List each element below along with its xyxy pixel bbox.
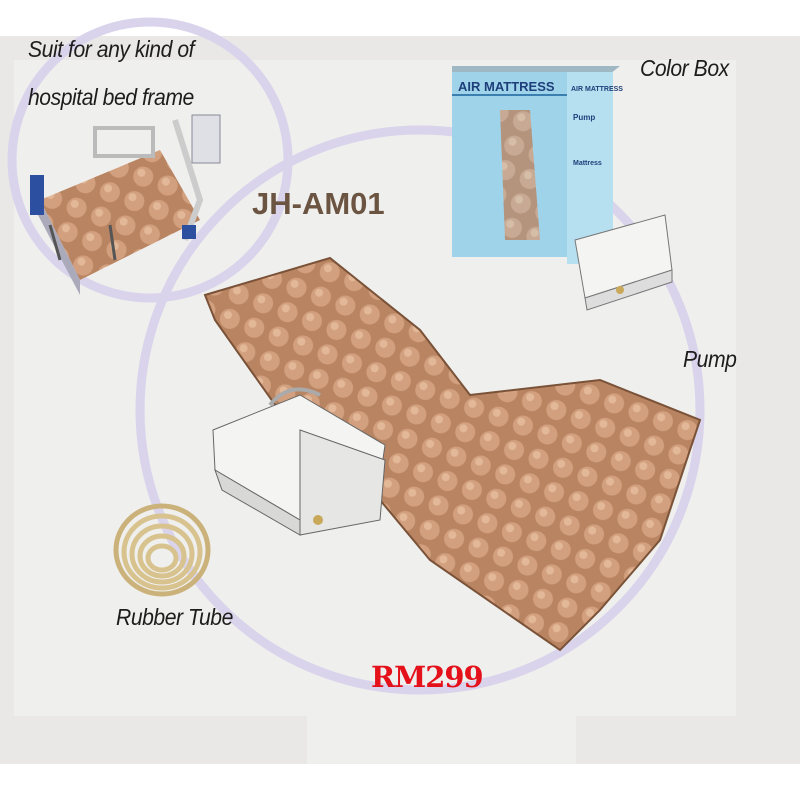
box-side-mattress: Mattress xyxy=(573,160,602,167)
color-box-label: Color Box xyxy=(640,55,729,81)
box-side-title: AIR MATTRESS xyxy=(571,86,623,93)
color-box-image: AIR MATTRESS AIR MATTRESS Pump Mattress xyxy=(452,66,623,264)
pump-image-small xyxy=(574,214,673,311)
decorative-circle-small xyxy=(7,17,293,303)
model-number: JH-AM01 xyxy=(252,186,385,221)
bed-caption-line1: Suit for any kind of xyxy=(28,36,195,62)
decorative-circle-large xyxy=(135,125,705,695)
box-front-title: AIR MATTRESS xyxy=(458,79,555,94)
hospital-bed-image xyxy=(30,114,221,295)
rubber-tube-label: Rubber Tube xyxy=(116,604,233,630)
rubber-tube-image xyxy=(113,503,211,597)
box-side-pump: Pump xyxy=(573,113,595,122)
price: RM299 xyxy=(371,660,484,694)
bed-caption-line2: hospital bed frame xyxy=(28,84,194,110)
pump-image xyxy=(212,387,386,536)
pump-label: Pump xyxy=(683,346,737,372)
